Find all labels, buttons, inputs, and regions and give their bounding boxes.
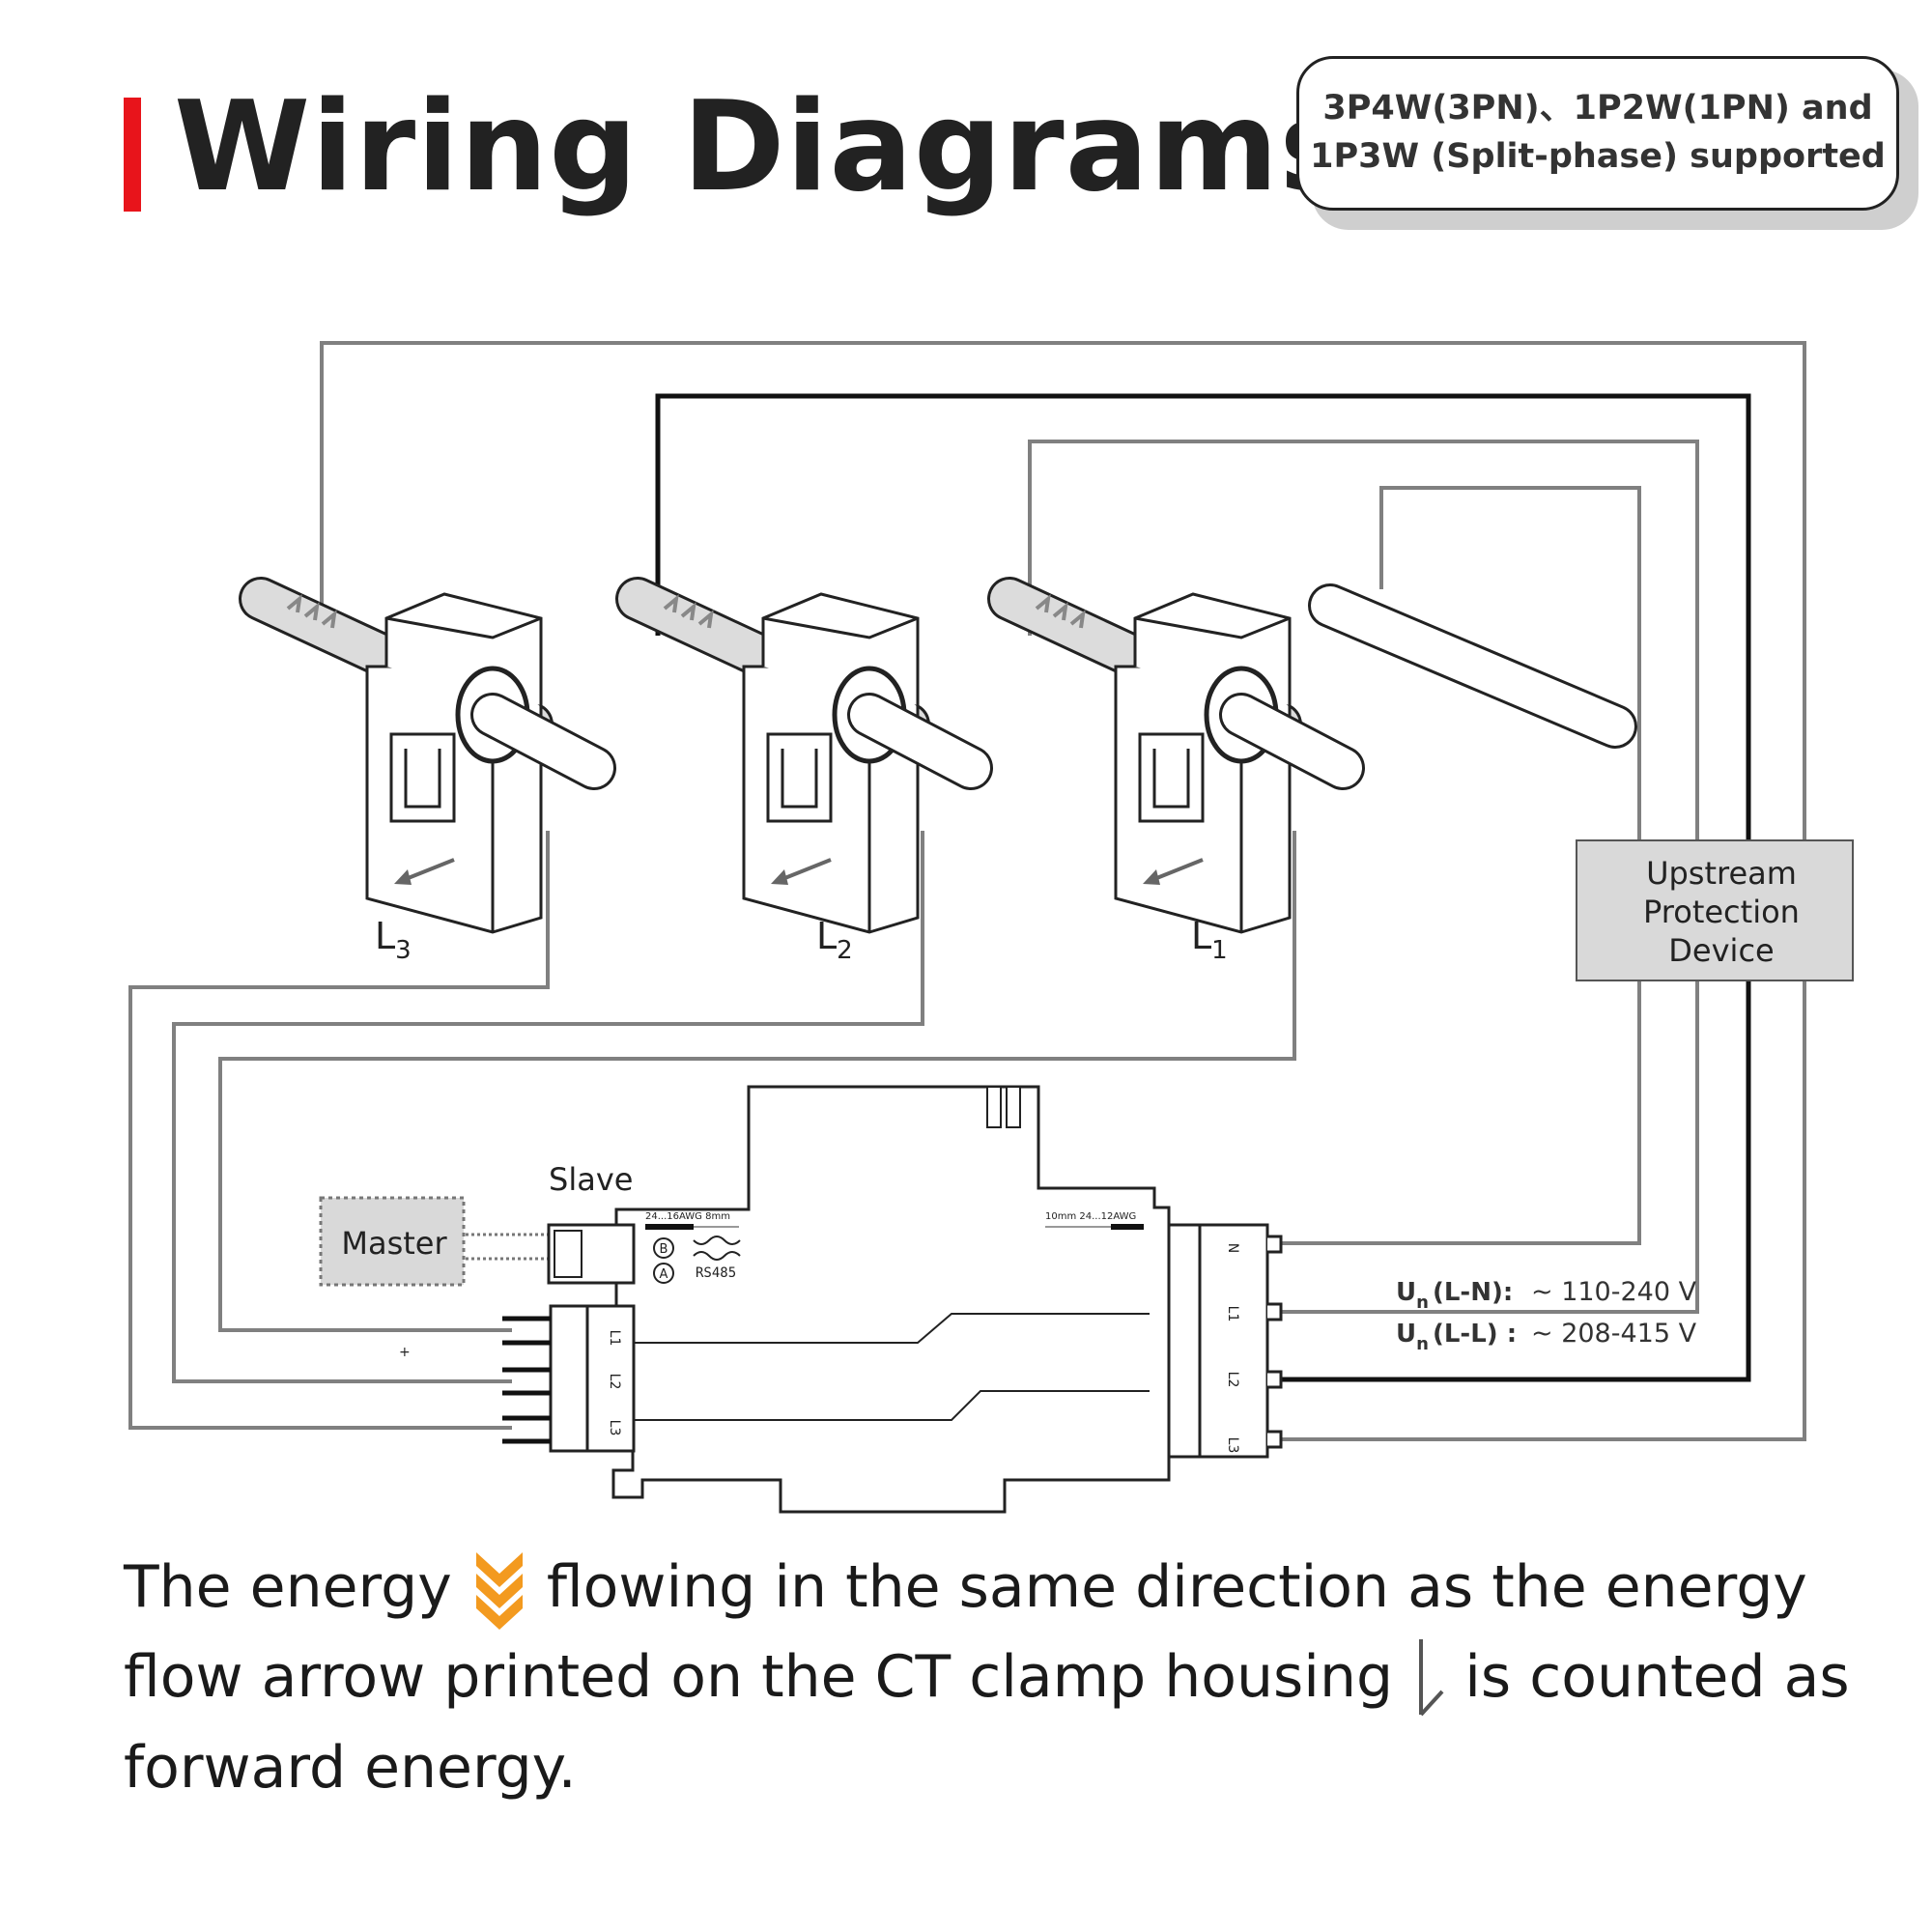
slave-label: Slave [549,1161,633,1198]
wire-ct-l3 [128,831,550,1430]
badge-line-1: 3P4W(3PN)、1P2W(1PN) and [1322,89,1873,128]
un-ln-value: ~ 110-240 V [1531,1277,1697,1307]
terminal-a-label: A [660,1267,668,1282]
upstream-label-2: Protection [1643,894,1800,930]
ct-term-l3: L3 [607,1420,622,1436]
wire-l3-voltage [320,341,1806,1441]
wire-l1-voltage [1028,440,1699,1314]
v-term-l1: L1 [1225,1306,1240,1322]
voltage-specs: Un(L-N): ~ 110-240 V Un(L-L) : ~ 208-415… [1396,1277,1697,1354]
caption: The energy flowing in the same direction… [124,1544,1862,1811]
caption-part-3: is counted as forward energy. [124,1643,1850,1802]
v-term-l3: L3 [1225,1437,1240,1454]
master-label: Master [341,1225,447,1262]
wire-spec-left: 24...16AWG 8mm [645,1211,730,1222]
supported-modes-badge: 3P4W(3PN)、1P2W(1PN) and 1P3W (Split-phas… [1296,56,1899,211]
terminal-b-label: B [660,1242,668,1257]
v-term-l2: L2 [1225,1372,1240,1388]
energy-meter: 24...16AWG 8mm 10mm 24...12AWG B A RS485… [502,1085,1283,1514]
rs485-icon [693,1236,741,1261]
master-device: Master [319,1196,549,1287]
rs485-label: RS485 [696,1265,736,1281]
ct-label-l3: L3 [375,915,412,965]
energy-chevron-icon [475,1552,523,1631]
upstream-label-1: Upstream [1646,855,1797,892]
v-term-n: N [1225,1243,1240,1253]
badge-line-2: 1P3W (Split-phase) supported [1310,137,1886,176]
upstream-protection-device: Upstream Protection Device [1576,839,1854,981]
svg-text:Un(L-L) :: Un(L-L) : [1396,1320,1517,1354]
ct-arrow-icon [1419,1638,1444,1717]
ct-term-l2: L2 [607,1374,622,1390]
wire-spec-right: 10mm 24...12AWG [1045,1211,1136,1222]
caption-part-1: The energy [124,1553,452,1621]
caption-part-2: flowing in the same direction as the ene… [124,1553,1807,1712]
page-title: Wiring Diagrams [174,75,1354,219]
ct-label-l2: L2 [816,915,853,965]
title-accent-bar [124,98,141,212]
ct-clamp-l3 [261,594,594,932]
svg-text:Un(L-N):: Un(L-N): [1396,1278,1513,1313]
wire-ct-l2 [172,831,924,1383]
ct-label-l1: L1 [1191,915,1228,965]
un-ll-value: ~ 208-415 V [1531,1319,1697,1349]
neutral-cable [1308,583,1637,749]
ct-term-l1: L1 [607,1330,622,1347]
wire-l2-voltage [655,393,1751,1382]
upstream-label-3: Device [1668,932,1774,969]
wire-neutral [1275,486,1641,1245]
plus-mark: + [399,1345,411,1360]
wire-ct-l1 [218,831,1296,1332]
